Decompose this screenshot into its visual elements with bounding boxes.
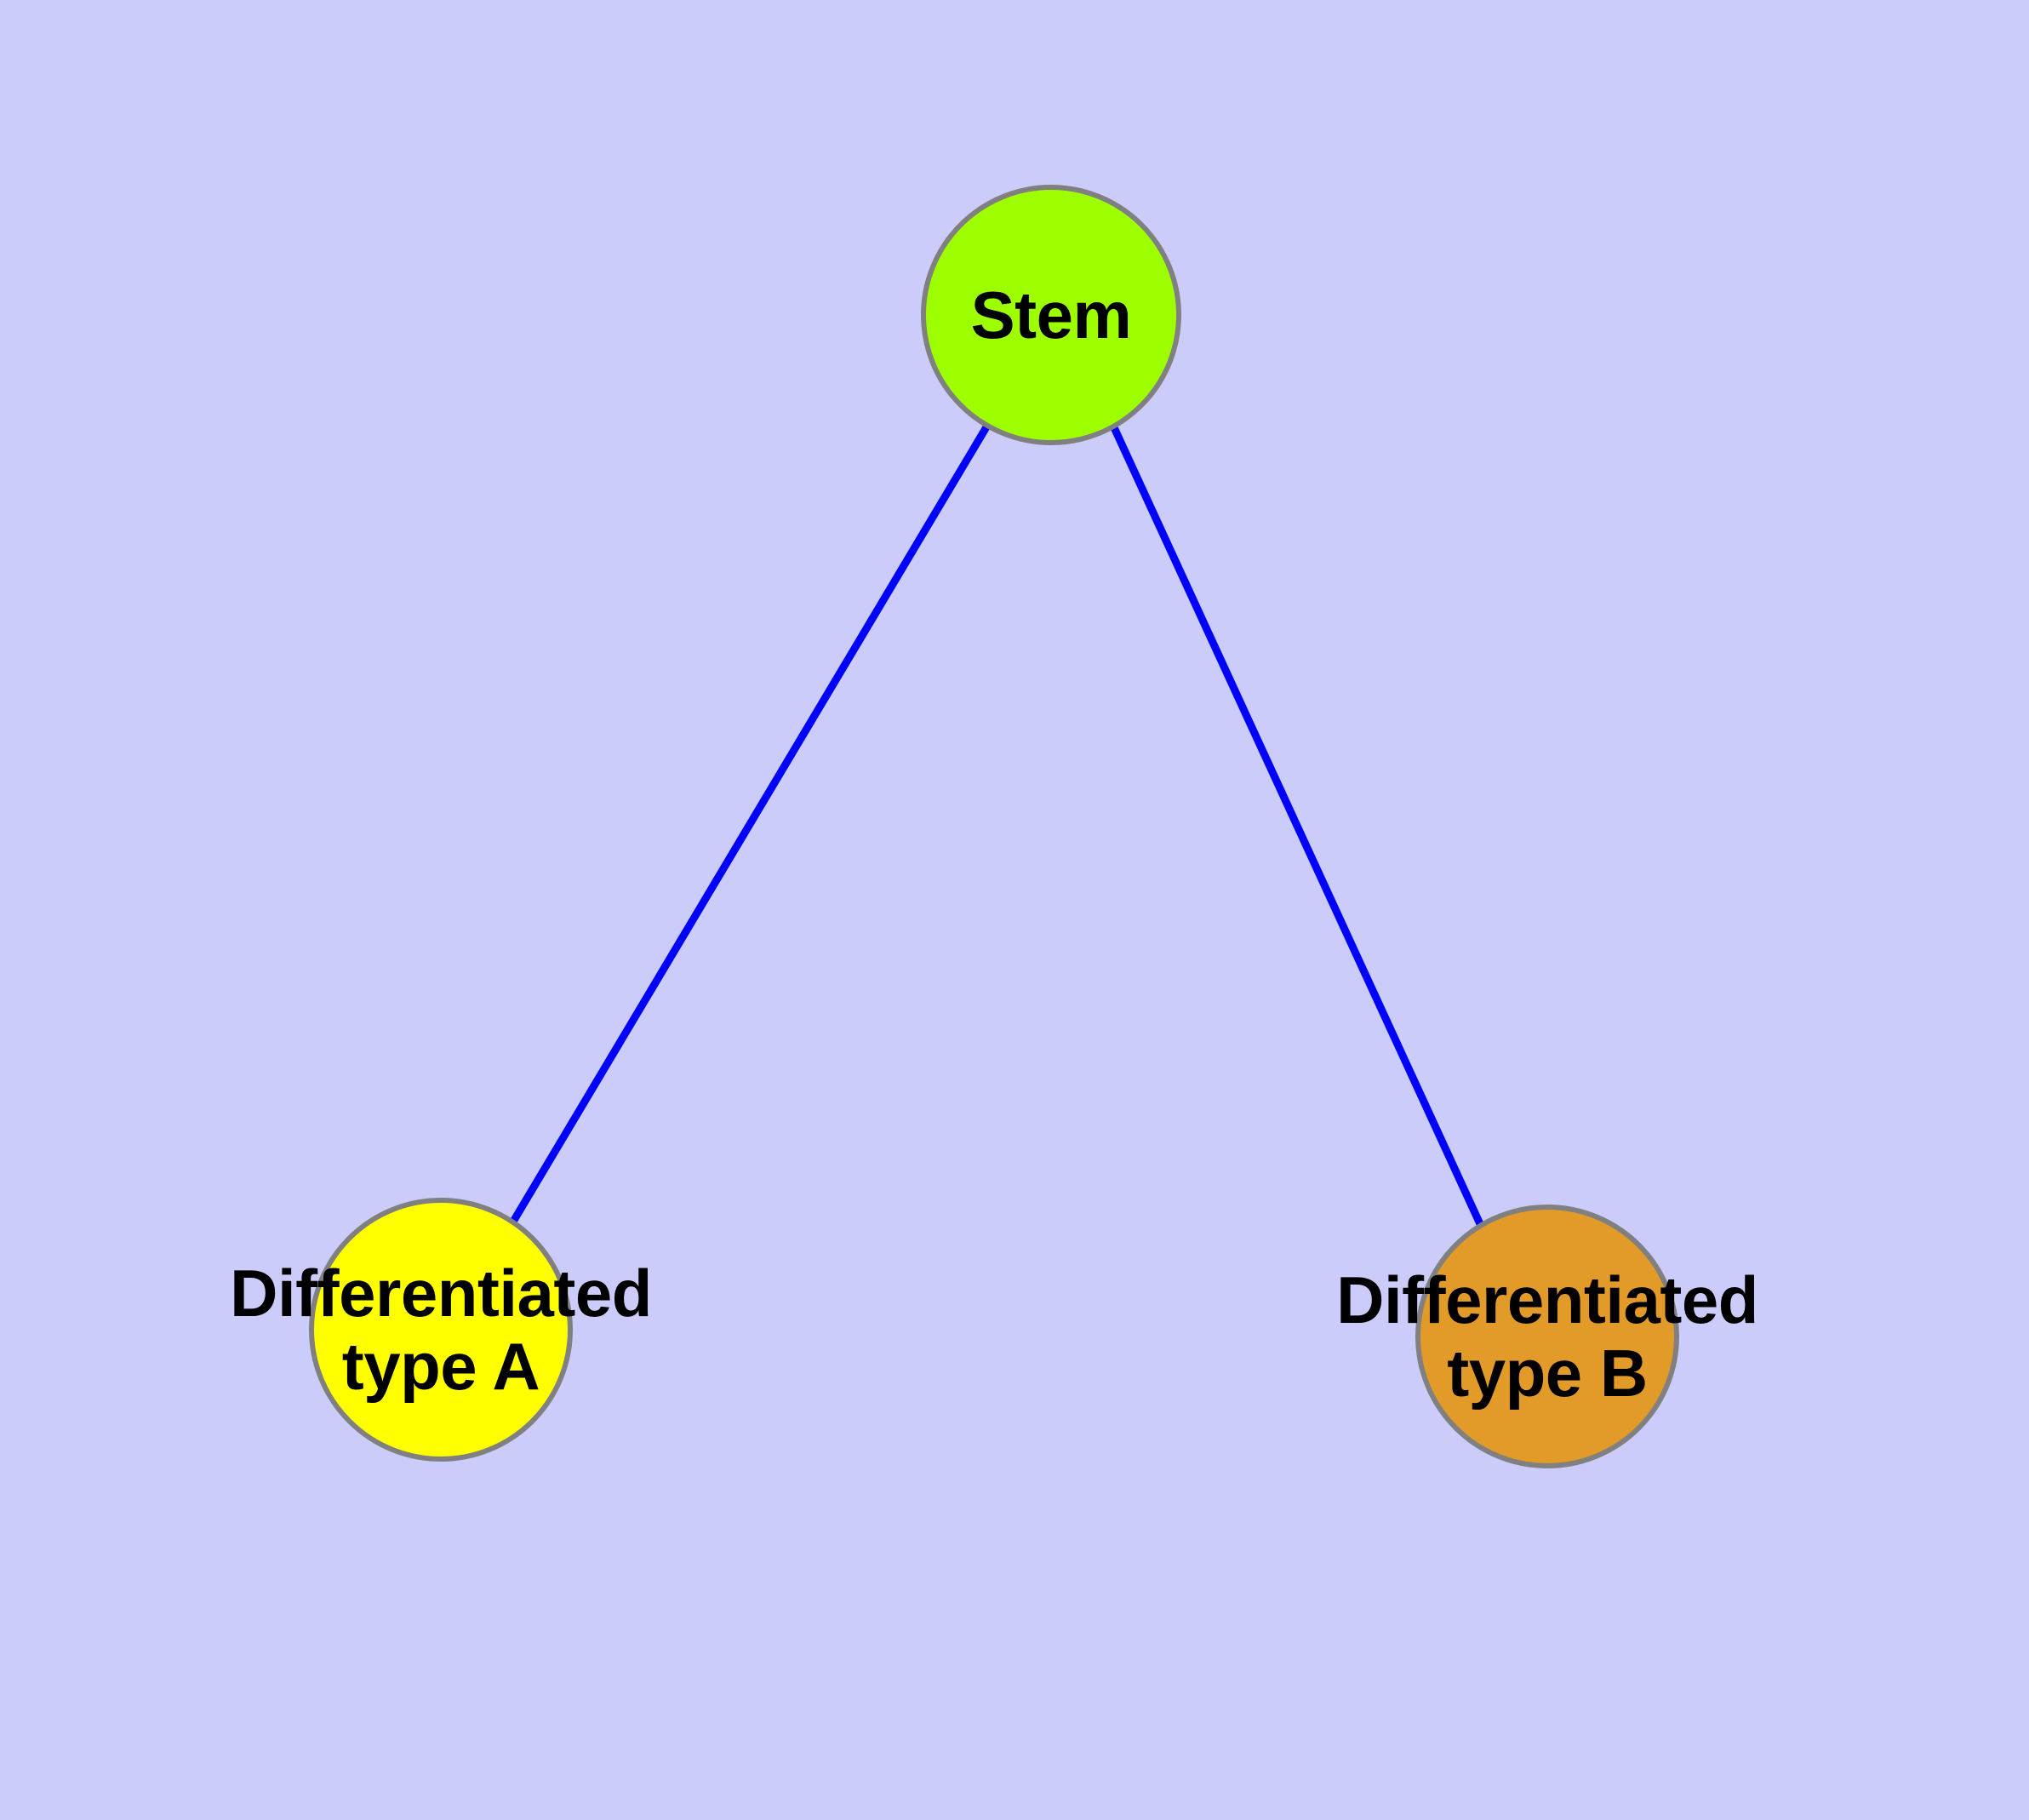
graph-edge-stem-to-diff-a[interactable] <box>507 423 991 1228</box>
node-layer <box>309 185 1679 1468</box>
graph-node-stem[interactable] <box>921 185 1181 445</box>
graph-edge-stem-to-diff-b[interactable] <box>1109 424 1485 1228</box>
edge-layer <box>507 423 1485 1228</box>
graph-node-diff_a[interactable] <box>309 1198 573 1462</box>
graph-node-diff_b[interactable] <box>1415 1205 1679 1468</box>
